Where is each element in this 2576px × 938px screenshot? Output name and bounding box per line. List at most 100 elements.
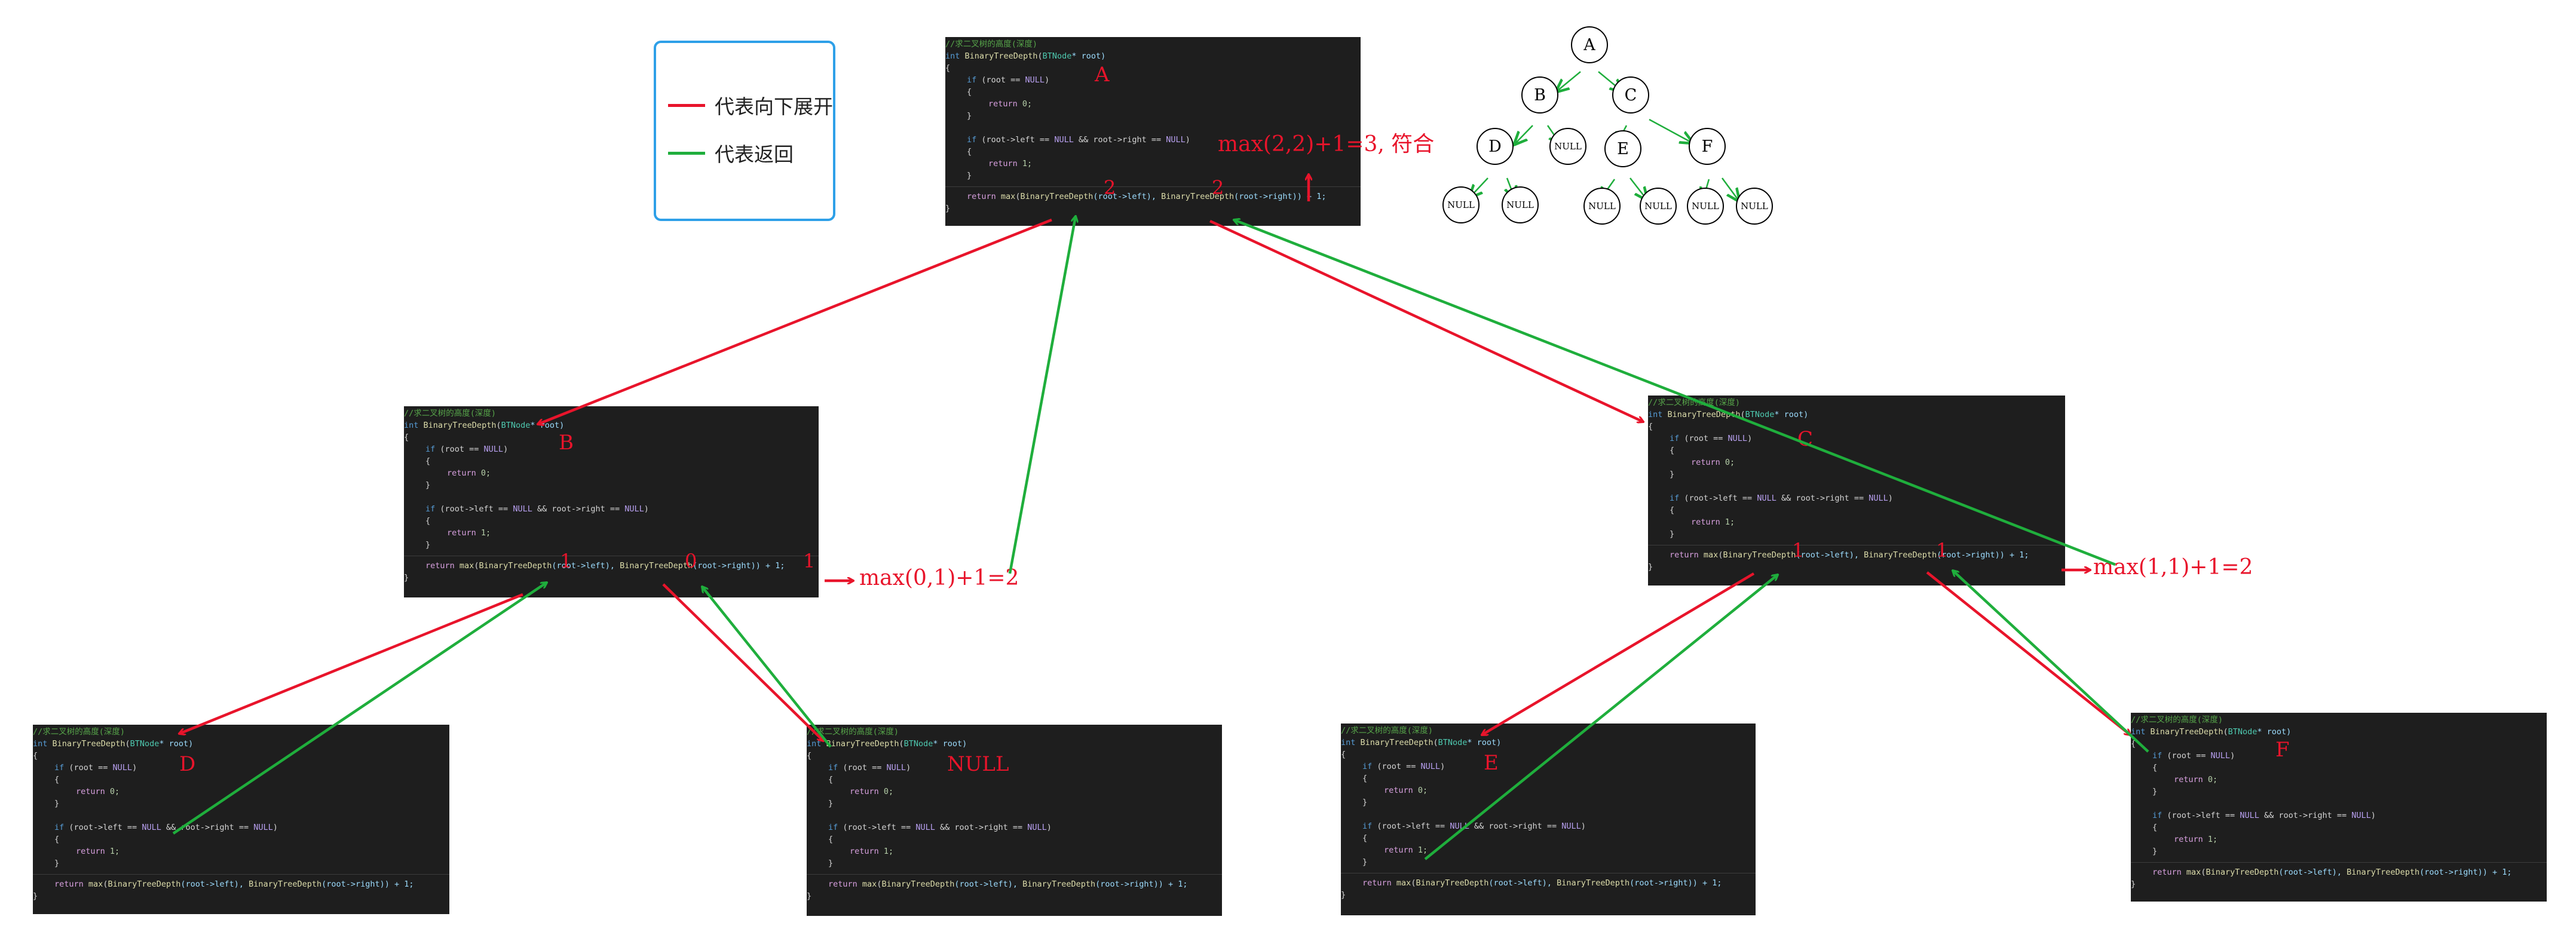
code-window-d: //求二叉树的高度(深度)int BinaryTreeDepth(BTNode*… [33,725,449,914]
tree-node-null: NULL [1583,188,1621,225]
code-args: (root->left), [1093,192,1162,201]
node-label-f: F [2275,738,2290,762]
code-type: BTNode [1042,51,1072,61]
code-brace: } [33,891,38,901]
code-brace: } [54,859,60,868]
code-line: { [807,750,1222,762]
code-line: return 1; [2131,833,2547,845]
code-line: int BinaryTreeDepth(BTNode* root) [1341,737,1756,749]
arrow-f-return-c [1953,571,2149,753]
code-args: (root->left), [1488,878,1557,888]
arrow-a-to-b [538,218,1052,424]
code-condition: (root->left == [435,504,513,514]
code-brace: } [2152,787,2158,796]
code-null: NULL [253,823,273,832]
code-type: BTNode [1438,738,1468,747]
code-brace: { [828,835,834,844]
code-line: { [1341,832,1756,844]
code-function-name: BinaryTreeDepth [423,421,497,430]
b-left-value: 1 [560,550,572,572]
code-brace: { [2152,763,2158,773]
code-keyword: return [850,847,879,856]
code-line: } [2131,878,2547,890]
code-paren: ( [125,739,130,749]
code-paren: ) [906,763,911,773]
arrow-b-return-a [1008,216,1076,574]
code-paren: ( [1740,410,1745,419]
code-line: return 0; [945,98,1361,110]
code-line: { [33,833,449,845]
code-param: * root) [1467,738,1502,747]
code-line: if (root == NULL) [33,762,449,774]
code-comment: //求二叉树的高度(深度) [2131,715,2223,725]
code-number: 1; [1017,159,1033,168]
code-type: BTNode [501,421,531,430]
code-keyword: int [404,421,419,430]
code-line: return max(BinaryTreeDepth(root->left), … [404,556,819,572]
code-line: } [1341,889,1756,901]
code-args: (root->right)) + 1; [1095,879,1188,889]
code-function-name: BinaryTreeDepth [108,879,181,889]
code-brace: { [967,87,972,97]
code-line: { [1648,504,2065,516]
code-function-name: max [862,879,877,889]
code-args: (root->right)) + 1; [321,879,414,889]
code-args: (root->left), [552,561,620,571]
code-line: } [807,798,1222,810]
legend-down-label: 代表向下展开 [715,95,833,118]
code-keyword: return [76,787,105,796]
code-line: } [945,170,1361,182]
code-keyword: int [2131,727,2146,737]
code-line: if (root->left == NULL && root->right ==… [1341,820,1756,832]
code-line: return max(BinaryTreeDepth(root->left), … [807,874,1222,890]
code-keyword: if [425,504,436,514]
code-keyword: int [945,51,960,61]
code-number: 0; [1413,786,1428,795]
code-condition: (root->left == [1372,821,1450,831]
code-condition: && root->right == [1776,493,1869,503]
a-left-value: 2 [1104,176,1116,199]
code-brace: { [945,63,951,73]
code-number: 0; [2203,775,2218,784]
code-brace: { [404,433,409,442]
code-keyword: return [967,192,996,201]
code-number: 1; [476,528,491,538]
code-line: if (root->left == NULL && root->right ==… [945,134,1361,146]
code-paren: ) [1747,434,1753,443]
code-number: 1; [878,847,894,856]
binary-tree: A B C D NULL E F NULL NULL NULL NULL NUL… [1404,18,1787,233]
code-function-name: BinaryTreeDepth [479,561,552,571]
code-window-a: //求二叉树的高度(深度)int BinaryTreeDepth(BTNode*… [945,37,1361,226]
code-condition: && root->right == [532,504,625,514]
code-function-name: max [2186,868,2201,877]
code-line: } [945,110,1361,122]
c-left-value: 1 [1792,539,1805,562]
code-condition: (root == [64,763,113,773]
code-line: int BinaryTreeDepth(BTNode* root) [33,738,449,750]
code-null: NULL [142,823,161,832]
code-condition: && root->right == [1469,821,1562,831]
code-paren: ( [1015,192,1021,201]
arrow-a-to-c [1209,219,1643,422]
code-keyword: if [1362,821,1373,831]
code-paren: ) [132,763,137,773]
code-paren: ( [1433,738,1438,747]
code-paren: ) [1045,75,1050,85]
code-line: //求二叉树的高度(深度) [404,407,819,419]
code-paren: ) [1888,493,1893,503]
code-condition: && root->right == [2259,811,2352,820]
code-null: NULL [1869,493,1888,503]
code-brace: { [1362,774,1368,783]
code-keyword: return [425,561,455,571]
code-line: if (root == NULL) [807,762,1222,774]
code-line: return 0; [1341,784,1756,796]
code-paren: ( [1718,550,1723,560]
code-line: { [1341,773,1756,784]
code-function-name: BinaryTreeDepth [964,51,1038,61]
code-brace: { [1670,505,1675,515]
code-function-name: max [1396,878,1411,888]
code-brace: } [1670,470,1675,479]
code-null: NULL [483,445,504,454]
code-paren: ) [644,504,649,514]
node-label-b: B [559,431,574,455]
